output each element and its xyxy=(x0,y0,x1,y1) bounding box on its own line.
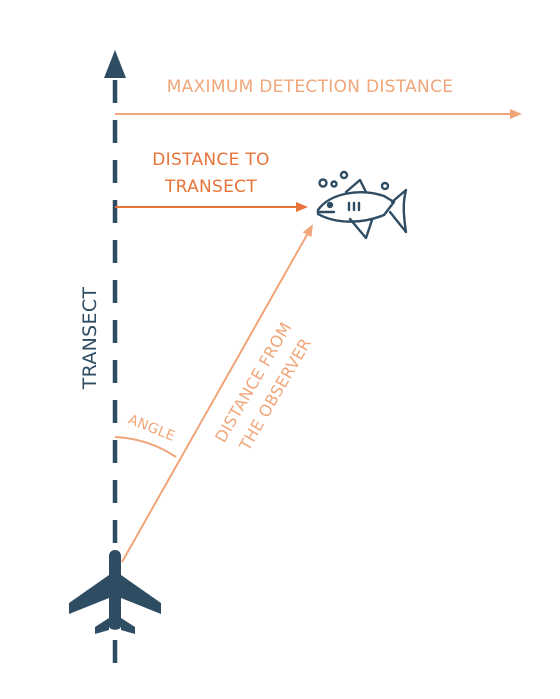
max-detection-label: MAXIMUM DETECTION DISTANCE xyxy=(167,77,454,97)
transect-arrowhead xyxy=(104,50,126,78)
distance-to-transect-label-line2: TRANSECT xyxy=(164,177,257,197)
transect-label: TRANSECT xyxy=(79,287,101,391)
shark-icon xyxy=(316,170,408,240)
distance-to-transect-label-line1: DISTANCE TO xyxy=(152,150,269,170)
angle-arc xyxy=(114,436,177,458)
observer-distance-arrow xyxy=(121,224,313,563)
airplane-icon xyxy=(69,550,161,634)
